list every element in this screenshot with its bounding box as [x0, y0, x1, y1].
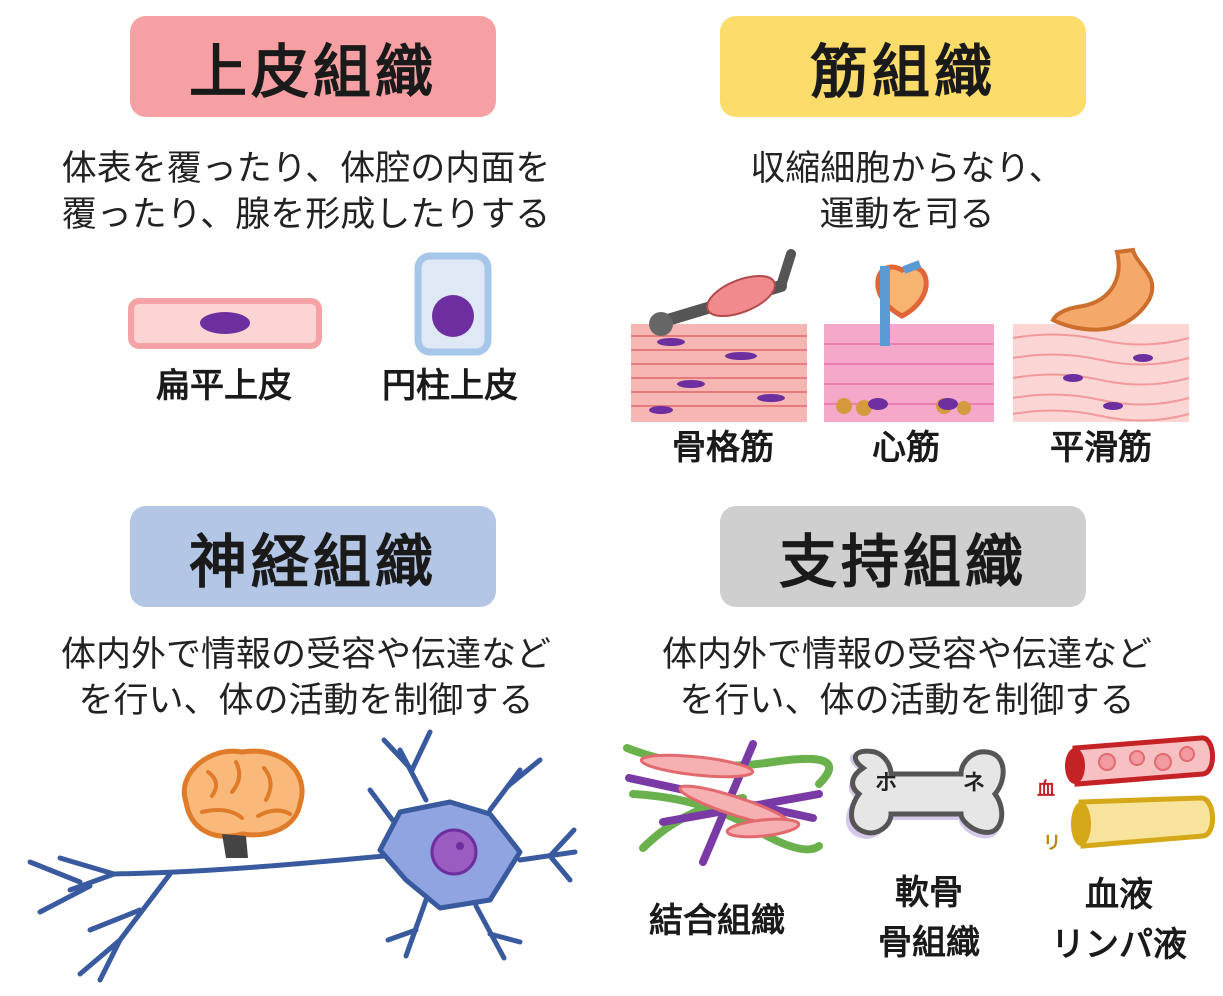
smooth-muscle-label: 平滑筋 [1050, 428, 1152, 468]
epithelial-desc-line2: 覆ったり、腺を形成したりする [61, 195, 551, 235]
neuron-illustration [27, 729, 578, 983]
blood-lymph-illustration: 血 リ [1035, 735, 1216, 854]
lymph-mark: リ [1043, 833, 1061, 854]
lymph-label: リンパ液 [1051, 925, 1187, 965]
cartilage-bone-illustration: ホ ネ [846, 748, 1006, 839]
blood-label: 血液 [1085, 875, 1153, 915]
nervous-desc-line2: を行い、体の活動を制御する [78, 681, 534, 721]
epithelial-desc-line1: 体表を覆ったり、体腔の内面を [61, 149, 551, 189]
cartilage-label: 軟骨 [895, 873, 963, 913]
epithelial-panel: 上皮組織 体表を覆ったり、体腔の内面を 覆ったり、腺を形成したりする 扁平上皮 … [0, 0, 612, 498]
connective-tissue-illustration [623, 740, 834, 866]
muscle-desc-line1: 収縮細胞からなり、 [750, 149, 1064, 189]
connective-tissue-label: 結合組織 [649, 901, 785, 941]
nervous-description: 体内外で情報の受容や伝達など を行い、体の活動を制御する [0, 632, 612, 724]
squamous-epithelium-illustration [128, 298, 322, 349]
cardiac-muscle-illustration [824, 260, 994, 422]
smooth-muscle-illustration [1012, 247, 1190, 422]
columnar-epithelium-label: 円柱上皮 [382, 366, 518, 406]
bone-mark-ne: ネ [963, 771, 985, 796]
supporting-desc-line2: を行い、体の活動を制御する [679, 681, 1135, 721]
epithelial-title: 上皮組織 [130, 16, 496, 117]
bone-mark-ho: ホ [875, 771, 897, 796]
blood-mark: 血 [1037, 778, 1055, 800]
squamous-epithelium-label: 扁平上皮 [156, 366, 292, 406]
brain-illustration [181, 748, 305, 858]
skeletal-muscle-label: 骨格筋 [672, 428, 774, 468]
supporting-desc-line1: 体内外で情報の受容や伝達など [661, 635, 1152, 675]
bone-tissue-label: 骨組織 [878, 923, 980, 963]
supporting-description: 体内外で情報の受容や伝達など を行い、体の活動を制御する [601, 632, 1213, 724]
muscle-desc-line2: 運動を司る [819, 195, 995, 235]
muscle-title: 筋組織 [720, 16, 1086, 117]
muscle-panel: 筋組織 収縮細胞からなり、 運動を司る [601, 0, 1213, 498]
columnar-epithelium-illustration [414, 252, 492, 356]
muscle-description: 収縮細胞からなり、 運動を司る [601, 146, 1213, 238]
nervous-title: 神経組織 [130, 506, 496, 607]
nervous-panel: 神経組織 体内外で情報の受容や伝達など を行い、体の活動を制御する [0, 490, 612, 988]
supporting-title: 支持組織 [720, 506, 1086, 607]
cardiac-muscle-label: 心筋 [872, 428, 940, 468]
nervous-desc-line1: 体内外で情報の受容や伝達など [60, 635, 551, 675]
epithelial-description: 体表を覆ったり、体腔の内面を 覆ったり、腺を形成したりする [0, 146, 612, 238]
skeletal-muscle-illustration [631, 249, 807, 422]
supporting-panel: 支持組織 体内外で情報の受容や伝達など を行い、体の活動を制御する ホ ネ [601, 490, 1216, 988]
